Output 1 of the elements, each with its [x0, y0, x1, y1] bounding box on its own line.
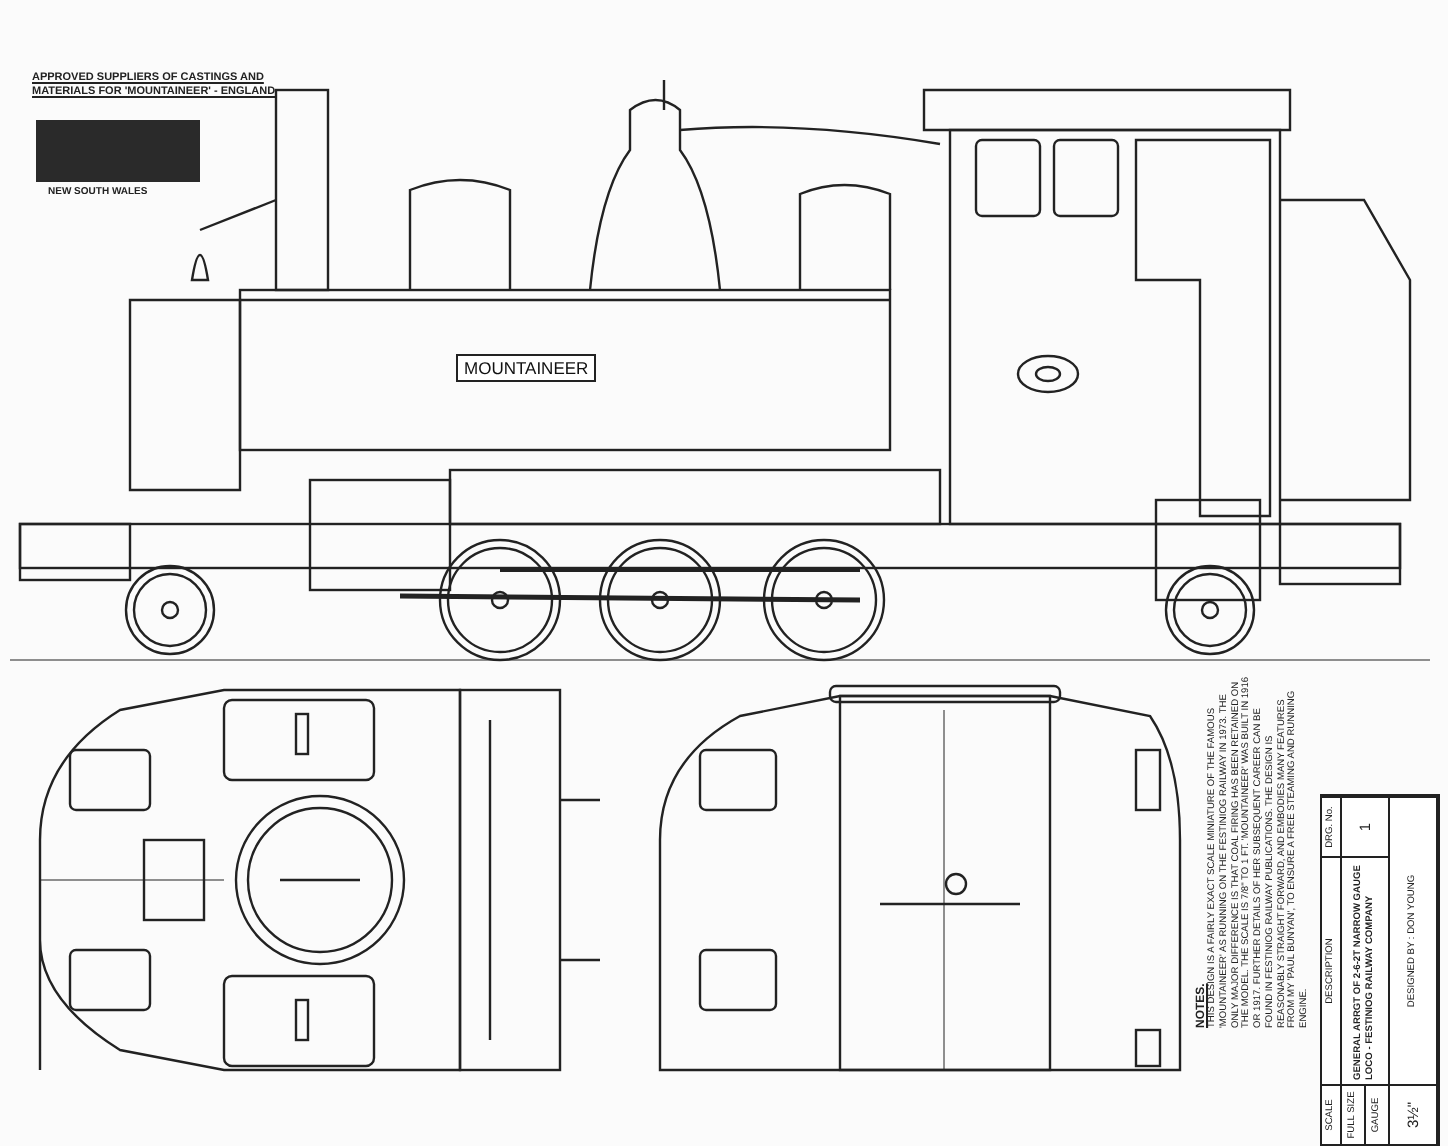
name-plate: MOUNTAINEER: [456, 354, 597, 382]
